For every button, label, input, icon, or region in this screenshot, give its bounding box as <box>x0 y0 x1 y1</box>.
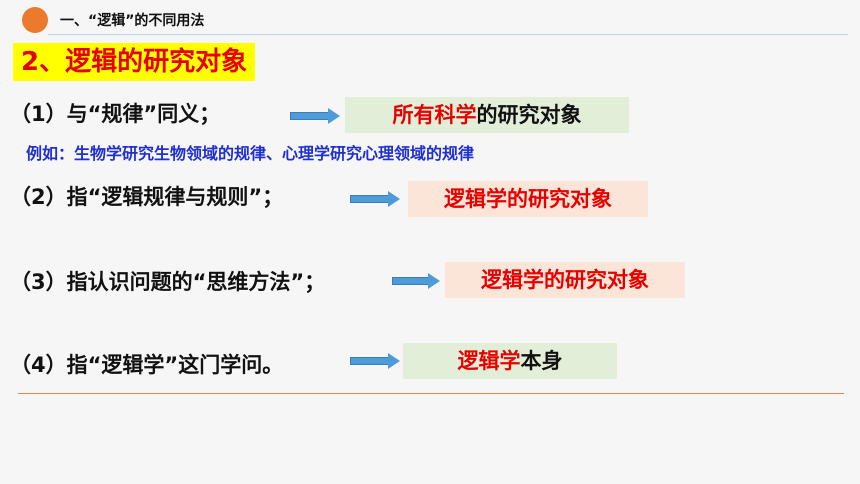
item-2-box: 逻辑学的研究对象 <box>408 181 648 217</box>
item-4-box-text: 本身 <box>520 349 563 373</box>
arrow-right-icon <box>392 273 440 289</box>
item-2-label: （2）指“逻辑规律与规则”； <box>10 185 284 209</box>
item-4-box-highlight: 逻辑学 <box>457 349 521 373</box>
header-divider <box>48 34 848 35</box>
item-3-box-text: 的研究对象 <box>544 268 649 292</box>
item-1-box: 所有科学的研究对象 <box>345 97 629 133</box>
item-3-box: 逻辑学的研究对象 <box>445 262 685 298</box>
item-3-label: （3）指认识问题的“思维方法”； <box>10 270 326 294</box>
arrow-right-icon <box>350 191 400 207</box>
item-3-box-highlight: 逻辑学 <box>481 268 544 292</box>
arrow-right-icon <box>350 353 400 369</box>
bullet-dot-icon <box>22 7 48 33</box>
item-1-box-highlight: 所有科学 <box>392 103 477 127</box>
arrow-right-icon <box>290 108 340 124</box>
item-1-box-text: 的研究对象 <box>476 103 582 127</box>
item-1-label: （1）与“规律”同义； <box>10 102 221 126</box>
item-4-box: 逻辑学本身 <box>403 343 617 379</box>
slide-header: 一、“逻辑”的不同用法 <box>0 0 860 40</box>
item-4-label: （4）指“逻辑学”这门学问。 <box>10 353 284 377</box>
header-title: 一、“逻辑”的不同用法 <box>60 13 205 29</box>
example-text: 例如：生物学研究生物领域的规律、心理学研究心理领域的规律 <box>26 144 475 163</box>
bottom-divider <box>18 393 844 394</box>
item-2-box-text: 的研究对象 <box>507 187 612 211</box>
item-2-box-highlight: 逻辑学 <box>444 187 507 211</box>
section-title: 2、逻辑的研究对象 <box>13 43 256 81</box>
